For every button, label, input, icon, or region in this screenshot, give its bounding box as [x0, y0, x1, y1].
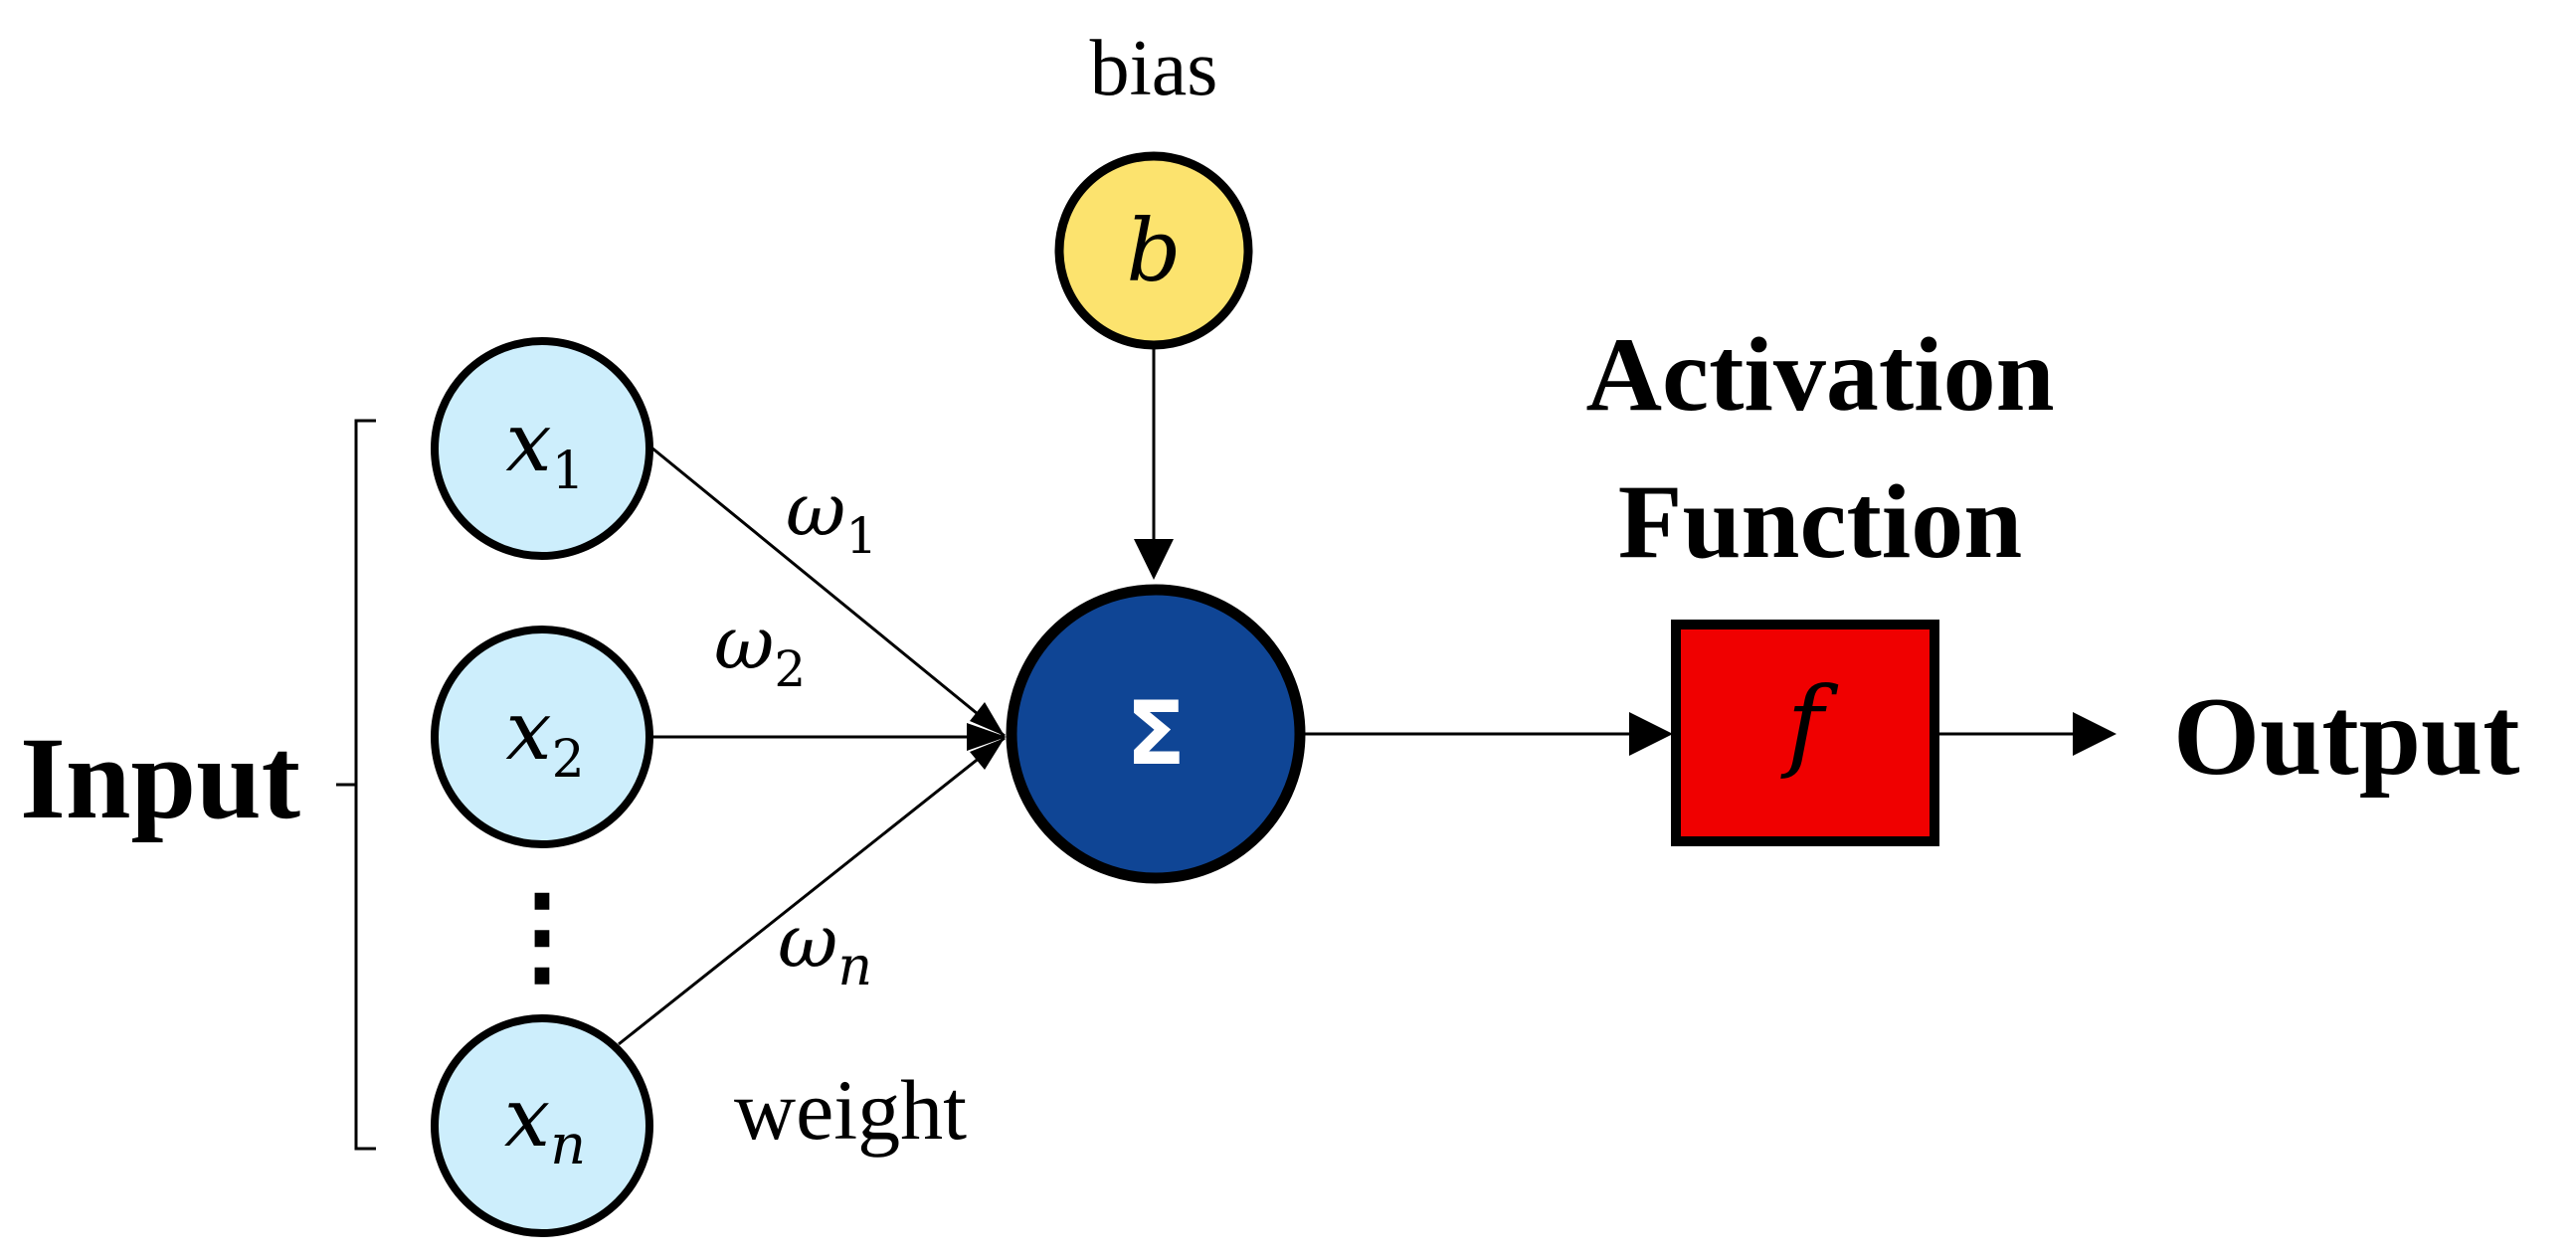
weight-caption: weight	[734, 1062, 967, 1158]
bias-edge-arrow	[1134, 539, 1174, 580]
input-label: Input	[20, 713, 300, 843]
weight-edge-n-arrow	[970, 738, 1005, 770]
svg-text:Σ: Σ	[1126, 682, 1186, 785]
activation-box: f	[1671, 620, 1939, 846]
weight-label-2: ω2	[714, 601, 806, 698]
svg-text:b: b	[1126, 202, 1181, 301]
bias-caption: bias	[1090, 25, 1218, 112]
input-node-2: x2	[431, 626, 653, 848]
weight-edge-n	[618, 736, 1006, 1046]
weight-edge-1-arrow	[970, 702, 1005, 736]
activation-to-output-arrow	[2073, 712, 2116, 756]
weight-edge-1	[650, 446, 1006, 738]
activation-title-line1: Activation	[1585, 316, 2054, 433]
input-bracket	[336, 419, 376, 1151]
weight-edge-2-arrow	[967, 723, 1007, 751]
svg-text:x2: x2	[505, 684, 584, 790]
sum-node: Σ	[1006, 584, 1306, 884]
activation-title-line2: Function	[1618, 463, 2022, 580]
output-label: Output	[2173, 675, 2520, 799]
input-ellipsis: ⋮	[487, 875, 597, 996]
weight-label-1: ω1	[786, 467, 877, 565]
sum-to-activation-arrow	[1629, 712, 1673, 756]
svg-text:x1: x1	[505, 396, 584, 501]
svg-text:xn: xn	[504, 1071, 586, 1177]
input-node-n: xn	[431, 1014, 653, 1237]
weight-label-n: ωn	[778, 899, 872, 997]
input-node-1: x1	[431, 337, 653, 560]
bias-node: b	[1054, 151, 1253, 350]
